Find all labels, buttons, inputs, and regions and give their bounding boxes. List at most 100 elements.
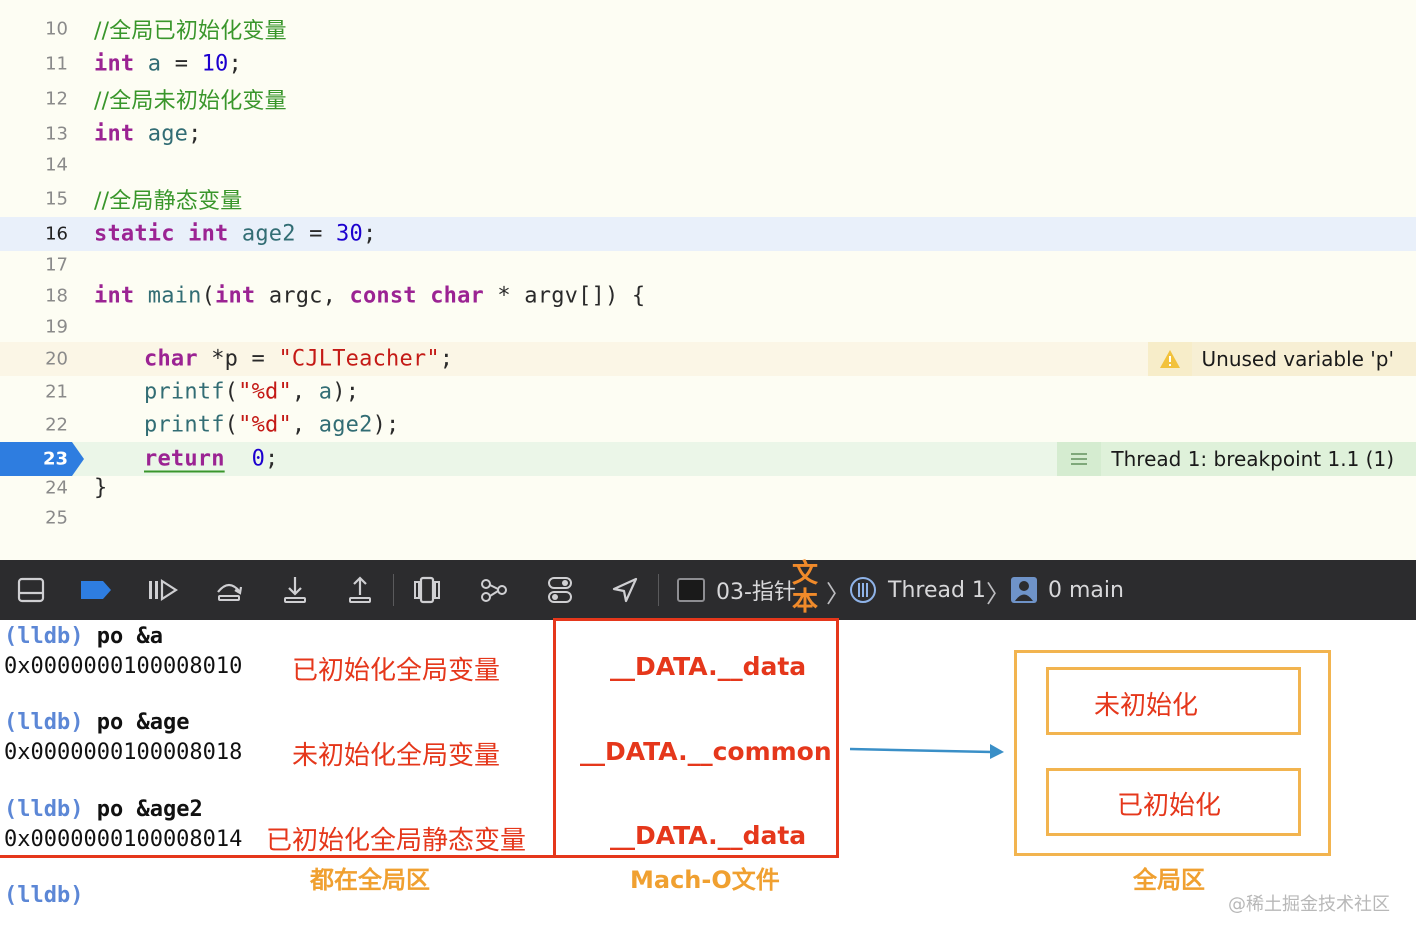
line-number: 16 xyxy=(45,223,68,245)
comment: //全局未初始化变量 xyxy=(94,89,287,114)
parameter: * argv[]) { xyxy=(483,283,646,309)
string-literal: "%d" xyxy=(238,379,292,405)
punctuation: ( xyxy=(224,412,239,438)
debug-console[interactable]: (lldb) po &a 0x0000000100008010 (lldb) p… xyxy=(0,620,1416,940)
code-line-25[interactable]: 25 xyxy=(0,501,1416,535)
line-number: 19 xyxy=(45,316,68,338)
list-icon xyxy=(1057,442,1102,476)
memory-graph-button[interactable] xyxy=(476,572,512,608)
global-area-box xyxy=(1014,650,1331,856)
console-command-line: (lldb) po &age xyxy=(4,710,189,735)
section-data-1: __DATA.__data xyxy=(610,652,807,681)
annotation-initialized-global: 已初始化全局变量 xyxy=(292,656,501,686)
code-editor[interactable]: 10 //全局已初始化变量 11 int a = 10; 12 //全局未初始化… xyxy=(0,0,1416,560)
hide-debug-area-button[interactable] xyxy=(13,572,49,608)
code-line-10[interactable]: 10 //全局已初始化变量 xyxy=(0,12,1416,46)
punctuation: ; xyxy=(228,51,242,77)
keyword: static xyxy=(94,221,175,247)
code-line-22[interactable]: 22 printf("%d", age2); xyxy=(0,408,1416,442)
toolbar-divider xyxy=(393,574,394,606)
chevron-right-icon: 〉 xyxy=(826,580,850,608)
line-number: 14 xyxy=(45,154,68,176)
line-number: 22 xyxy=(45,414,68,436)
simulate-location-button[interactable] xyxy=(607,572,643,608)
step-over-icon xyxy=(217,583,243,601)
console-output: 0x0000000100008018 xyxy=(4,740,243,765)
code-line-21[interactable]: 21 printf("%d", a); xyxy=(0,375,1416,409)
breadcrumb-frame[interactable]: 0 main xyxy=(1010,560,1124,620)
step-into-button[interactable] xyxy=(277,572,313,608)
identifier: a xyxy=(318,379,333,405)
breadcrumb-target[interactable]: 03-指针 xyxy=(676,560,796,620)
watermark: @稀土掘金技术社区 xyxy=(1228,894,1390,915)
environment-overrides-button[interactable] xyxy=(542,572,578,608)
keyword: return xyxy=(144,446,225,472)
initialized-box xyxy=(1046,768,1301,836)
line-number: 11 xyxy=(45,53,68,75)
breakpoint-annotation[interactable]: Thread 1: breakpoint 1.1 (1) xyxy=(1057,442,1416,476)
function-name: printf xyxy=(144,412,225,438)
annotation-box-top xyxy=(553,618,839,621)
function-name: main xyxy=(147,283,202,309)
breakpoint-marker[interactable]: 23 xyxy=(0,442,84,476)
step-over-button[interactable] xyxy=(211,572,247,608)
step-out-icon xyxy=(349,576,371,603)
keyword: int xyxy=(188,221,229,247)
declarator: *p = xyxy=(197,346,279,372)
section-common: __DATA.__common xyxy=(580,737,832,766)
code-line-14[interactable]: 14 xyxy=(0,148,1416,182)
caption-macho-file: Mach-O文件 xyxy=(630,866,780,894)
step-into-icon xyxy=(284,577,306,603)
code-line-24[interactable]: 24 } xyxy=(0,471,1416,505)
console-command-line: (lldb) po &a xyxy=(4,624,163,649)
warning-icon xyxy=(1147,342,1192,376)
code-line-11[interactable]: 11 int a = 10; xyxy=(0,47,1416,81)
toggles-icon xyxy=(548,577,572,603)
number-literal: 0 xyxy=(251,446,266,472)
punctuation: ; xyxy=(439,346,454,372)
operator: = xyxy=(161,51,202,77)
breadcrumb-thread[interactable]: Thread 1 xyxy=(848,560,986,620)
code-line-17[interactable]: 17 xyxy=(0,248,1416,282)
uninitialized-box xyxy=(1046,667,1301,735)
parameter: argc, xyxy=(255,283,350,309)
code-line-12[interactable]: 12 //全局未初始化变量 xyxy=(0,82,1416,116)
code-text: static int age2 = 30; xyxy=(94,222,376,247)
code-line-16[interactable]: 16 static int age2 = 30; xyxy=(0,217,1416,251)
code-line-18[interactable]: 18 int main(int argc, const char * argv[… xyxy=(0,279,1416,313)
punctuation: ( xyxy=(224,379,239,405)
code-text: printf("%d", age2); xyxy=(144,413,399,438)
string-literal: "CJLTeacher" xyxy=(278,346,440,372)
identifier: age2 xyxy=(318,412,373,438)
number-literal: 30 xyxy=(336,221,363,247)
line-number: 23 xyxy=(42,448,68,470)
operator: = xyxy=(295,221,337,247)
line-number: 24 xyxy=(45,477,68,499)
console-command: po &a xyxy=(96,624,163,649)
punctuation: , xyxy=(291,379,319,405)
punctuation: ; xyxy=(362,221,377,247)
breadcrumb-thread-label: Thread 1 xyxy=(888,577,986,603)
warning-annotation[interactable]: Unused variable 'p' xyxy=(1147,342,1416,376)
code-line-15[interactable]: 15 //全局静态变量 xyxy=(0,182,1416,216)
console-command: po &age2 xyxy=(96,797,203,822)
console-input-line[interactable]: (lldb) xyxy=(4,883,83,908)
continue-button[interactable] xyxy=(144,572,180,608)
box-label-uninitialized: 未初始化 xyxy=(1094,691,1199,721)
number-literal: 10 xyxy=(201,51,229,77)
breakpoint-message: Thread 1: breakpoint 1.1 (1) xyxy=(1101,442,1416,476)
code-line-19[interactable]: 19 xyxy=(0,310,1416,344)
line-number: 20 xyxy=(45,348,68,370)
step-out-button[interactable] xyxy=(342,572,378,608)
annotation-divider xyxy=(553,618,556,858)
debug-view-hierarchy-button[interactable] xyxy=(409,572,445,608)
breakpoints-toggle-button[interactable] xyxy=(78,572,114,608)
code-line-13[interactable]: 13 int age; xyxy=(0,117,1416,151)
lldb-prompt: (lldb) xyxy=(4,710,84,735)
keyword: int xyxy=(94,51,135,77)
identifier: age2 xyxy=(241,221,296,247)
caption-all-in-global: 都在全局区 xyxy=(310,866,430,894)
annotation-box-right xyxy=(836,618,839,858)
debug-bar: 03-指针 〉 Thread 1 〉 0 main xyxy=(0,560,1416,620)
line-number: 15 xyxy=(45,188,68,210)
